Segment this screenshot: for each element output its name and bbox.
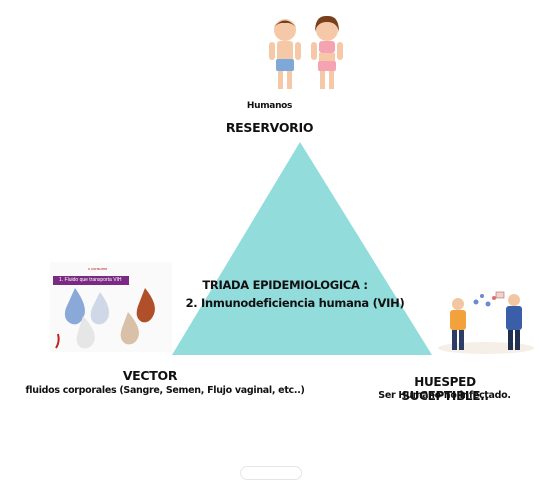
reservoir-title: RESERVORIO bbox=[225, 120, 314, 135]
scroll-indicator[interactable] bbox=[240, 466, 302, 480]
hiv-fluid-poster-icon: x consume 1. Fluido que transporta VIH bbox=[50, 262, 172, 352]
poster-banner: 1. Fluido que transporta VIH bbox=[53, 276, 129, 285]
vector-caption: fluidos corporales (Sangre, Semen, Flujo… bbox=[25, 385, 305, 396]
host-title: HUESPED SUCEPTIBLE.. bbox=[401, 375, 489, 403]
fluid-droplets-icon bbox=[55, 288, 155, 349]
vector-title: VECTOR bbox=[122, 368, 178, 383]
host-caption: Ser Humano no infectado. bbox=[378, 390, 511, 401]
triad-title: TRIADA EPIDEMIOLOGICA : bbox=[202, 278, 368, 292]
poster-header: x consume bbox=[88, 266, 108, 271]
children-illustration-icon bbox=[269, 15, 343, 89]
sneezing-people-illustration-icon bbox=[438, 291, 534, 354]
triangle-shape bbox=[172, 142, 432, 355]
reservoir-caption: Humanos bbox=[246, 101, 293, 111]
triad-subtitle: 2. Inmunodeficiencia humana (VIH) bbox=[185, 296, 405, 310]
